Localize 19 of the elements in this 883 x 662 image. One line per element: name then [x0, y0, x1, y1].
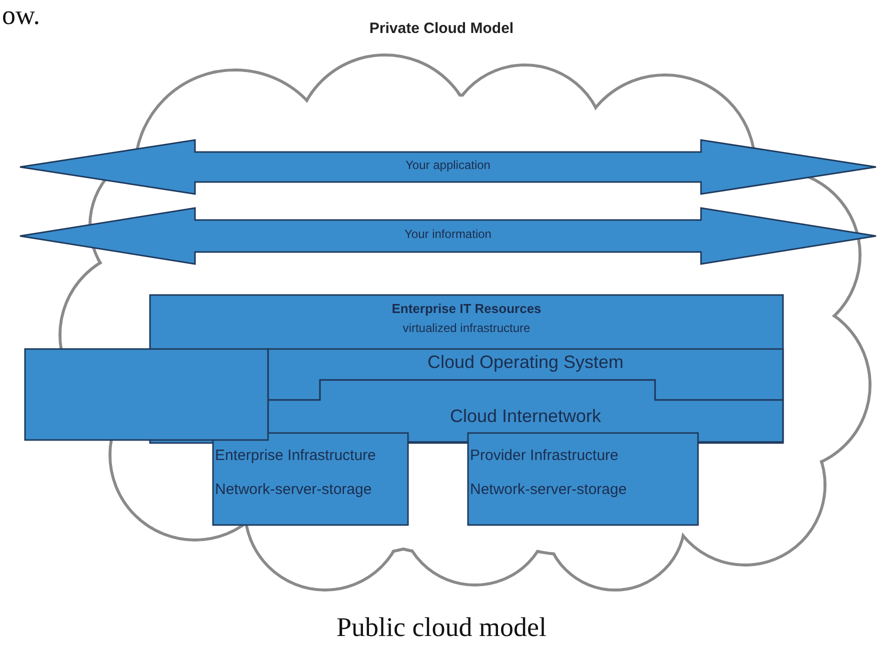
infrastructure-box — [213, 433, 408, 525]
layer-title: Provider Infrastructure — [469, 447, 620, 464]
layer-subtitle: Network-server-storage — [469, 481, 628, 498]
layer-subtitle: Network-server-storage — [214, 481, 373, 498]
double-arrow — [20, 140, 876, 194]
layer-box — [25, 349, 268, 440]
infrastructure-box — [468, 433, 698, 525]
arrow-label: Your information — [404, 227, 492, 241]
diagram-title: Private Cloud Model — [368, 20, 515, 37]
layer-subtitle: virtualized infrastructure — [402, 321, 532, 335]
caption: Public cloud model — [336, 612, 548, 643]
layer-title: Enterprise IT Resources — [390, 301, 542, 316]
layer-title: Enterprise Infrastructure — [214, 447, 377, 464]
arrow-label: Your application — [404, 158, 492, 172]
layer-title: Cloud Internetwork — [448, 406, 602, 427]
double-arrow — [20, 208, 876, 264]
layer-box — [268, 349, 783, 400]
text-fragment: ow. — [2, 0, 40, 31]
layer-title: Cloud Operating System — [426, 352, 625, 373]
